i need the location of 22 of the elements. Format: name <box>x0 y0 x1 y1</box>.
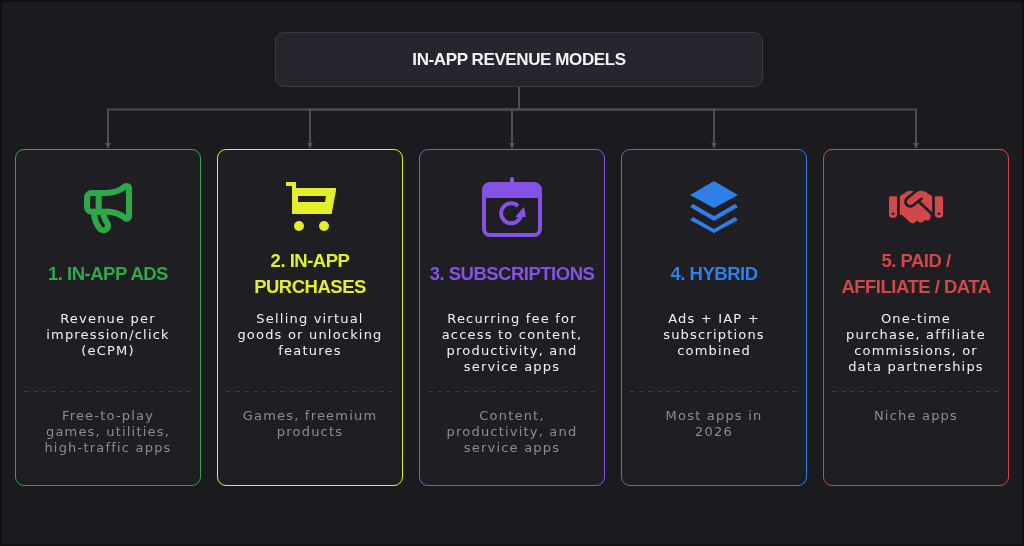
model-description: Selling virtual goods or unlocking features <box>236 311 384 360</box>
model-card <box>621 149 807 486</box>
model-heading: 1. IN-APP ADS <box>48 262 168 286</box>
model-description: Recurring fee for access to content, productivity, and service apps <box>440 311 584 376</box>
model-description: Ads + IAP + subscriptions combined <box>662 311 766 360</box>
model-card <box>419 149 605 486</box>
header-box <box>275 32 763 87</box>
model-card <box>15 149 201 486</box>
model-heading: 5. PAID / AFFILIATE / DATA <box>840 249 992 299</box>
model-examples: Free-to-play games, utilities, high-traffic apps <box>43 408 173 456</box>
model-description: Revenue per impression/click (eCPM) <box>45 311 171 360</box>
model-examples: Most apps in 2026 <box>664 408 764 440</box>
model-examples: Niche apps <box>873 408 959 424</box>
header-text: IN-APP REVENUE MODELS <box>412 49 626 70</box>
model-examples: Games, freemium products <box>241 408 379 440</box>
model-card <box>217 149 403 486</box>
model-heading: 4. HYBRID <box>670 262 758 286</box>
model-heading: 3. SUBSCRIPTIONS <box>429 262 595 286</box>
model-heading: 2. IN-APP PURCHASES <box>253 249 367 299</box>
model-description: One-time purchase, affiliate commissions, or data partnerships <box>845 311 987 376</box>
model-card <box>823 149 1009 486</box>
model-examples: Content, productivity, and service apps <box>445 408 579 456</box>
